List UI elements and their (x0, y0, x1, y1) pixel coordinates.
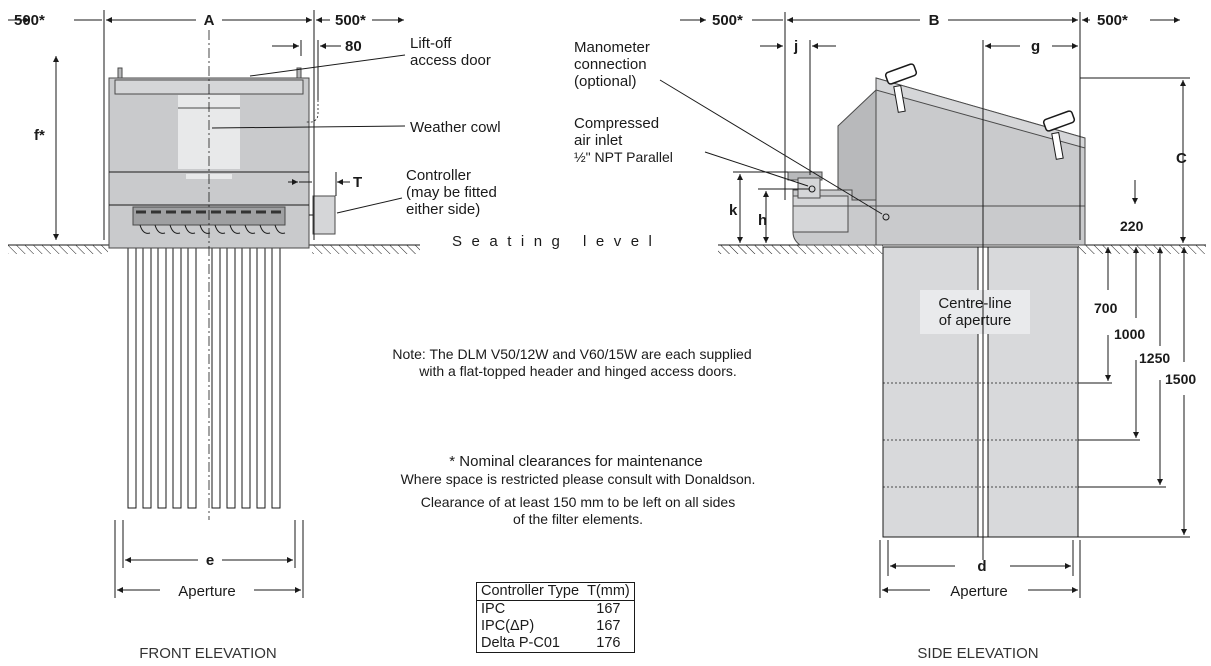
clearance-line1: Where space is restricted please consult… (401, 471, 756, 487)
front-elevation-title: FRONT ELEVATION (139, 645, 277, 662)
ground-hatch-front-left (8, 245, 108, 254)
cowl-label: Weather cowl (410, 119, 501, 136)
side-elevation: 500* B 500* j g C 220 k h 700 1000 1250 … (574, 12, 1206, 662)
clearance-line2: Clearance of at least 150 mm to be left … (421, 494, 735, 510)
door-label-line1: Lift-off (410, 35, 452, 52)
front-elevation: 500* A 500* 80 f* T e Aperture Lift-off … (8, 10, 501, 662)
h-dim: h (758, 212, 767, 229)
clearance-heading: * Nominal clearances for maintenance (449, 453, 702, 470)
ground-hatch-side-right (1078, 245, 1206, 254)
table-header-type: Controller Type (481, 583, 580, 599)
air-inlet-label-line1: Compressed (574, 115, 659, 132)
centreline-label-bg (920, 290, 1030, 334)
side-unit-body (787, 63, 1086, 246)
clearance-line3: of the filter elements. (513, 511, 643, 527)
level-220-dim: 220 (1120, 218, 1144, 234)
centreline-label-line1: Centre-line (938, 295, 1011, 312)
front-unit-body (108, 67, 336, 249)
controller-label-line2: (may be fitted (406, 184, 497, 201)
manometer-label-line2: connection (574, 56, 647, 73)
filter-elements-front (127, 247, 281, 509)
door-gap-dim: 80 (345, 38, 362, 55)
side-depth-dim: B (929, 12, 940, 29)
table-header-t: T(mm) (587, 583, 630, 599)
table-cell-t: 167 (596, 601, 621, 617)
air-inlet-label-line3: ½" NPT Parallel (574, 149, 673, 165)
depth-1250: 1250 (1139, 350, 1170, 366)
side-clear-left-dim: 500* (712, 12, 743, 29)
ground-hatch-front-right (312, 245, 420, 254)
front-height-dim: f* (34, 127, 45, 144)
table-header-row: Controller Type T(mm) (476, 583, 635, 601)
manometer-label-line3: (optional) (574, 73, 637, 90)
table-row: IPC(ΔP) 167 (477, 618, 635, 635)
ground-hatch-side-left (718, 245, 883, 254)
air-inlet-label-line2: air inlet (574, 132, 623, 149)
side-clear-right-dim: 500* (1097, 12, 1128, 29)
depth-700: 700 (1094, 300, 1118, 316)
front-width-dim: A (204, 12, 215, 29)
k-dim: k (729, 202, 738, 219)
front-clear-right-dim: 500* (335, 12, 366, 29)
elements-width-dim: e (206, 552, 214, 569)
front-aperture-label: Aperture (178, 583, 236, 600)
side-elevation-title: SIDE ELEVATION (917, 645, 1038, 662)
controller-label-line1: Controller (406, 167, 471, 184)
front-clear-left-dim: 500* (14, 12, 45, 29)
side-height-dim: C (1176, 150, 1187, 167)
note-line1: Note: The DLM V50/12W and V60/15W are ea… (392, 346, 751, 362)
table-row: Delta P-C01 176 (477, 635, 635, 653)
controller-table: Controller Type T(mm) IPC 167 IPC(ΔP) 16… (476, 582, 635, 653)
note-line2: with a flat-topped header and hinged acc… (418, 363, 737, 379)
table-cell-type: IPC(ΔP) (481, 618, 535, 634)
g-dim: g (1031, 38, 1040, 55)
table-cell-t: 167 (596, 618, 621, 634)
door-label-line2: access door (410, 52, 491, 69)
j-dim: j (793, 38, 798, 55)
depth-1000: 1000 (1114, 326, 1145, 342)
centreline-label-line2: of aperture (939, 312, 1012, 329)
controller-label-line3: either side) (406, 201, 480, 218)
d-dim: d (977, 558, 986, 575)
table-cell-type: Delta P-C01 (481, 635, 560, 651)
controller-box (312, 195, 336, 235)
depth-1500: 1500 (1165, 371, 1196, 387)
table-row: IPC 167 (477, 601, 635, 619)
side-aperture-label: Aperture (950, 583, 1008, 600)
table-cell-type: IPC (481, 601, 506, 617)
manometer-label-line1: Manometer (574, 39, 650, 56)
seating-level-label: Seating level (452, 233, 661, 250)
table-cell-t: 176 (596, 635, 621, 651)
controller-offset-dim: T (353, 174, 362, 191)
